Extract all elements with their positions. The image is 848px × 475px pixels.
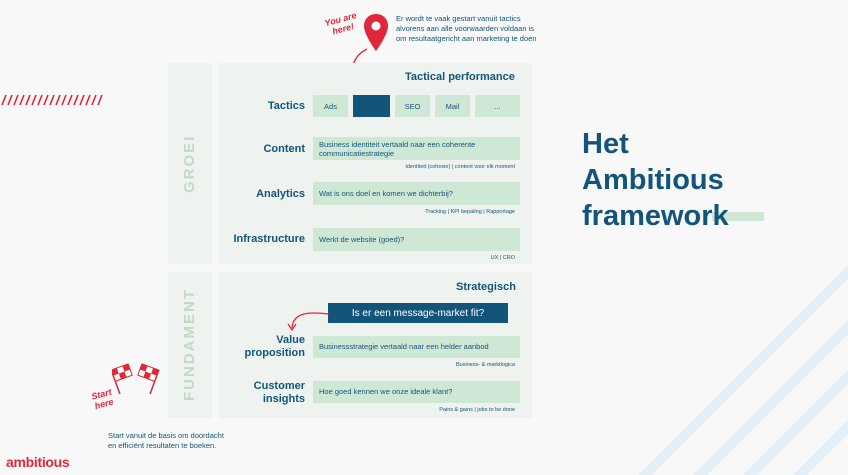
analytics-label: Analytics: [256, 188, 305, 200]
location-pin-icon: [364, 14, 388, 51]
tactics-note-line: alvorens aan alle voorwaarden voldaan is: [396, 23, 535, 33]
tactics-note: Er wordt te vaak gestart vanuit tactics …: [396, 14, 586, 43]
start-note-line: Start vanuit de basis om doordacht: [108, 431, 224, 440]
value-proposition-label-line: Value: [276, 334, 305, 346]
tactics-label: Tactics: [267, 100, 305, 112]
analytics-sub: Tracking | KPI bepaling | Rapportage: [425, 209, 515, 215]
strategisch-heading: Strategisch: [456, 281, 516, 293]
tactic-selected: [353, 95, 390, 117]
groei-side-panel: [168, 63, 212, 264]
title-line-2: Ambitious: [582, 164, 724, 196]
value-proposition-label-line: proposition: [244, 347, 306, 360]
callout-arrow-icon: [287, 312, 330, 332]
tactic-mail: Mail: [435, 95, 470, 117]
tactic-ads: Ads: [313, 95, 348, 117]
tactics-note-line: om resultaatgericht aan marketing te doe…: [396, 33, 537, 43]
content-box-line: Business identiteit vertaald naar een co…: [319, 140, 476, 149]
tactic-seo: SEO: [395, 95, 430, 117]
fundament-side-panel: [168, 272, 212, 418]
infrastructure-label: Infrastructure: [233, 233, 305, 245]
title-line-3: framework: [582, 200, 729, 232]
fundament-side-label: FUNDAMENT: [181, 288, 198, 402]
customer-insights-label: Customer insights: [225, 380, 305, 406]
content-box: Business identiteit vertaald naar een co…: [313, 137, 520, 160]
infrastructure-sub: UX | CRO: [490, 255, 515, 261]
tactics-note-line: Er wordt te vaak gestart vanuit tactics: [396, 14, 521, 23]
title-highlight: [712, 212, 764, 221]
start-note-line: en efficiënt resultaten te boeken.: [108, 440, 217, 450]
racing-flags-icon: [112, 363, 160, 394]
customer-insights-box: Hoe goed kennen we onze ideale klant?: [313, 381, 520, 403]
value-proposition-label: Value proposition: [225, 334, 306, 360]
start-note: Start vanuit de basis om doordacht en ef…: [108, 431, 278, 451]
value-proposition-sub: Business- & marktlogica: [456, 362, 515, 368]
tactic-more: ...: [475, 95, 520, 117]
start-here-label: Start here: [90, 386, 115, 412]
groei-side-label: GROEI: [181, 134, 198, 193]
red-hatch-decoration: [1, 94, 103, 106]
title-line-1: Het: [582, 128, 629, 160]
content-sub: Identiteit (cohesie) | content voor elk …: [405, 164, 515, 170]
analytics-box: Wat is ons doel en komen we dichterbij?: [313, 182, 520, 205]
infrastructure-box: Werkt de website (goed)?: [313, 228, 520, 251]
customer-insights-sub: Pains & gains | jobs to be done: [439, 407, 515, 413]
customer-insights-label-line: Customer: [253, 380, 305, 392]
content-box-line: communicatiestrategie: [319, 149, 395, 159]
content-label: Content: [263, 143, 305, 155]
message-market-fit-callout: Is er een message-market fit?: [328, 303, 508, 323]
ambitious-logo: ambitious: [6, 454, 70, 470]
value-proposition-box: Businessstrategie vertaald naar een held…: [313, 336, 520, 358]
you-are-here-label: You are here!: [323, 10, 358, 37]
diagonal-stripes-decoration: [637, 266, 848, 475]
customer-insights-label-line: insights: [262, 393, 305, 406]
tactical-performance-heading: Tactical performance: [405, 71, 515, 83]
